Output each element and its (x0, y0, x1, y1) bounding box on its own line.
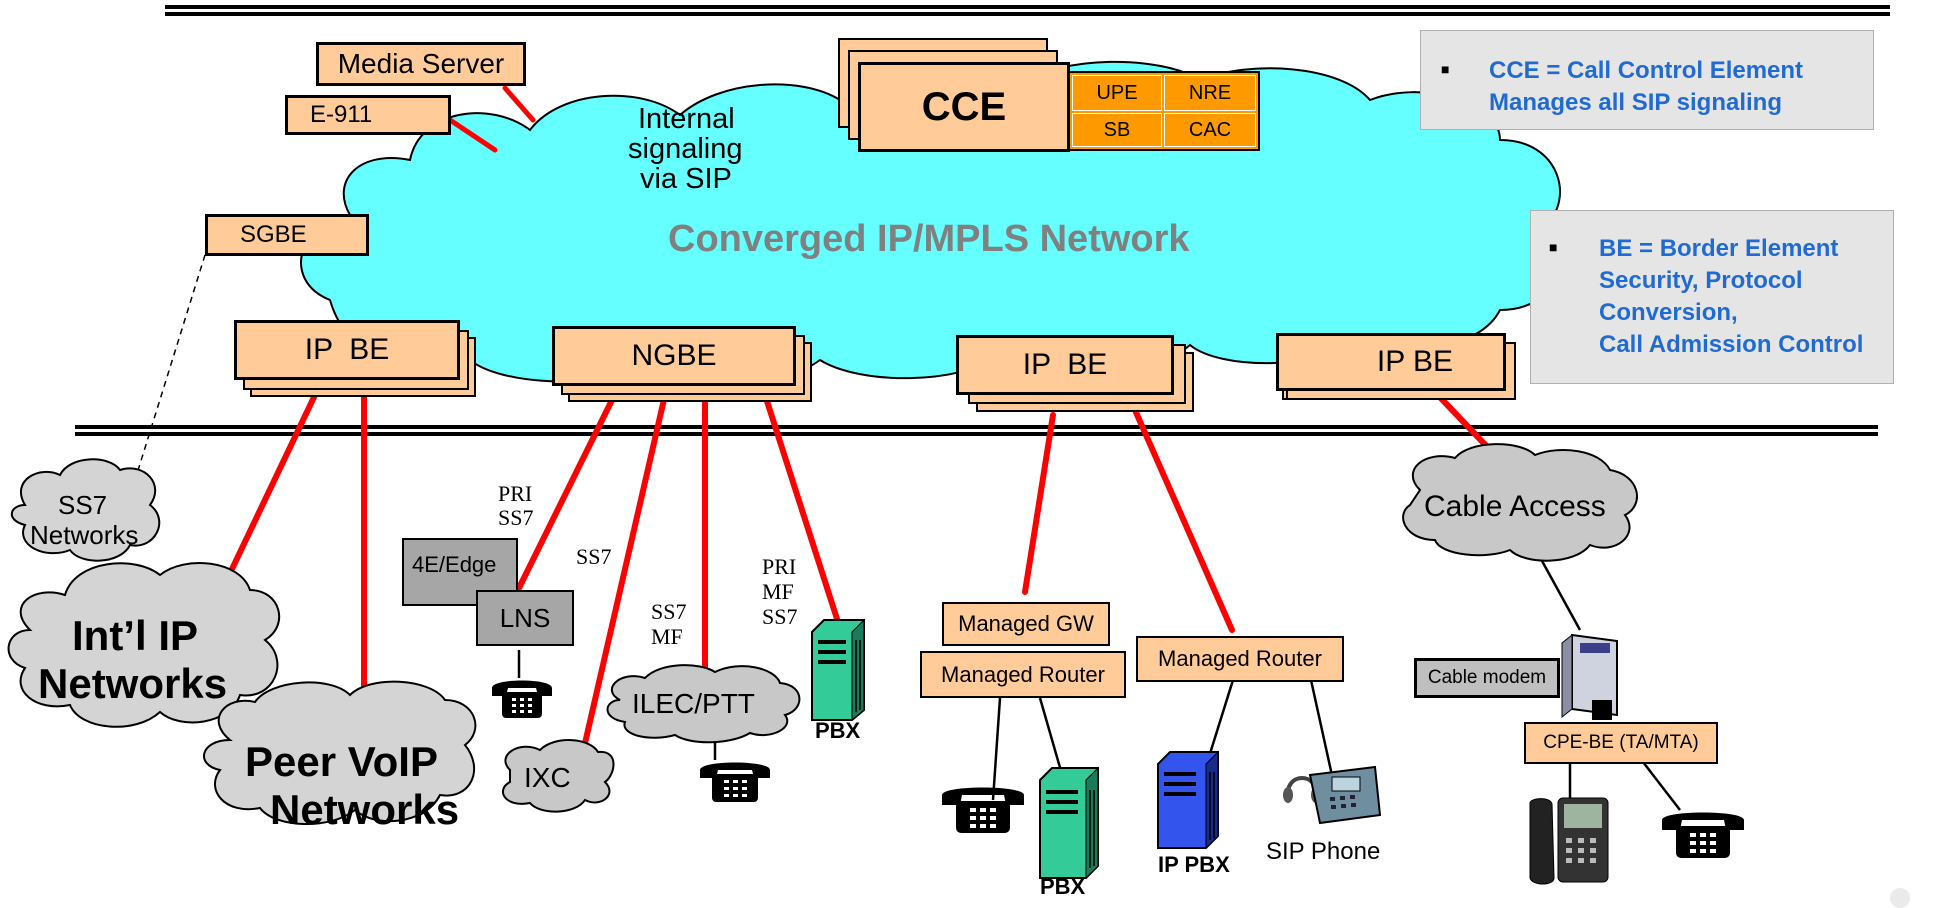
ss7-label-b: SS7 (576, 544, 612, 569)
ip-pbx-label: IP PBX (1158, 852, 1230, 877)
cable-access-cloud (1402, 443, 1638, 562)
pbx-2-label: PBX (1040, 874, 1086, 899)
ip-be-1-box: IP BE (234, 320, 460, 380)
internal-signaling-line-2: signaling (628, 133, 743, 165)
ip-be-3-box: IP BE (1276, 333, 1506, 391)
cce-module-upe: UPE (1072, 75, 1162, 111)
cce-module-panel: UPE NRE SB CAC (1068, 71, 1260, 151)
ilec-cloud (606, 664, 801, 744)
cce-box: CCE (858, 62, 1070, 152)
cable-modem-icon (1561, 633, 1618, 720)
ip-be-2-label: IP BE (1022, 348, 1108, 381)
ss7-label-a: SS7 (498, 505, 534, 530)
access-divider (75, 425, 1878, 436)
pbx-server-icon (1039, 766, 1099, 880)
managed-router-2-label: Managed Router (1158, 646, 1322, 671)
e911-box: E-911 (285, 95, 451, 135)
ip-phone-icon (1529, 797, 1609, 885)
edge-switch-label: 4E/Edge (412, 552, 497, 577)
server-links (447, 85, 536, 153)
cable-access-label: Cable Access (1424, 490, 1606, 523)
ilec-ptt-label: ILEC/PTT (632, 688, 755, 719)
cpe-be-box: CPE-BE (TA/MTA) (1524, 722, 1718, 764)
red-links (219, 389, 1498, 768)
intl-ip-cloud (7, 562, 281, 728)
managed-router-2-box: Managed Router (1136, 636, 1344, 682)
telephone-icon (1662, 812, 1744, 858)
be-note-line-4: Call Admission Control (1599, 331, 1864, 358)
e911-label: E-911 (310, 101, 373, 128)
intl-ip-label-1: Int’l IP (72, 612, 198, 659)
telephone-icon (492, 680, 552, 718)
bullet-icon: ■ (1441, 61, 1450, 77)
telephone-icon (700, 762, 770, 802)
be-note-line-1: BE = Border Element (1599, 235, 1839, 262)
ss7-networks-label-1: SS7 (58, 490, 108, 520)
ip-pbx-server-icon (1157, 750, 1219, 850)
ip-be-1-label: IP BE (304, 333, 390, 366)
cloud-title: Converged IP/MPLS Network (668, 218, 1190, 260)
media-server-label: Media Server (337, 48, 505, 79)
pri-mf-ss7-label-1: PRI (762, 554, 797, 579)
intl-ip-label-2: Networks (38, 660, 228, 707)
ngbe-box: NGBE (552, 326, 796, 386)
cce-label: CCE (921, 84, 1007, 129)
peer-voip-label-2: Networks (270, 786, 460, 833)
cce-note: ■ CCE = Call Control Element Manages all… (1420, 30, 1874, 130)
peer-voip-cloud (203, 680, 477, 826)
pbx-1-label: PBX (815, 718, 861, 743)
peer-voip-label-1: Peer VoIP (245, 738, 438, 785)
internal-signaling-line-3: via SIP (640, 163, 732, 195)
managed-gw-box: Managed GW (942, 602, 1110, 646)
managed-router-1-box: Managed Router (920, 651, 1126, 698)
cce-module-cac: CAC (1164, 113, 1256, 147)
device-links (517, 549, 1681, 811)
sgbe-ss7-link (134, 254, 206, 481)
sgbe-label: SGBE (240, 221, 307, 248)
be-note-line-2: Security, Protocol (1599, 267, 1803, 294)
be-note: ■ BE = Border Element Security, Protocol… (1530, 210, 1894, 384)
managed-router-1-label: Managed Router (941, 661, 1105, 687)
ixc-cloud (502, 739, 615, 813)
top-divider (165, 5, 1890, 16)
ss7-mf-label-2: MF (651, 624, 683, 649)
lns-box: LNS (476, 590, 574, 646)
pri-mf-ss7-label-2: MF (762, 579, 794, 604)
sip-phone-icon (1283, 765, 1382, 825)
ngbe-label: NGBE (631, 339, 717, 372)
lns-label: LNS (499, 602, 551, 633)
pbx-server-icon (811, 618, 865, 722)
be-note-line-3: Conversion, (1599, 299, 1738, 326)
media-server-box: Media Server (316, 42, 526, 86)
corner-logo-icon (1890, 888, 1910, 908)
cce-module-nre: NRE (1164, 75, 1256, 111)
bullet-icon: ■ (1549, 239, 1558, 255)
managed-gw-label: Managed GW (958, 611, 1094, 636)
internal-signaling-line-1: Internal (638, 103, 735, 135)
sip-phone-label: SIP Phone (1266, 838, 1381, 865)
ss7-networks-label-2: Networks (30, 520, 139, 550)
cce-note-line-1: CCE = Call Control Element (1489, 57, 1804, 84)
cce-module-sb: SB (1072, 113, 1162, 147)
ip-be-3-label: IP BE (1376, 345, 1454, 378)
cce-note-line-2: Manages all SIP signaling (1489, 89, 1782, 116)
ip-be-2-box: IP BE (956, 335, 1174, 395)
cable-modem-box: Cable modem (1414, 658, 1560, 698)
ss7-networks-cloud (10, 458, 161, 562)
cable-modem-label: Cable modem (1427, 667, 1547, 688)
pri-mf-ss7-label-3: SS7 (762, 604, 798, 629)
cpe-be-label: CPE-BE (TA/MTA) (1543, 732, 1699, 753)
sgbe-box: SGBE (205, 214, 369, 256)
telephone-icon (942, 787, 1024, 833)
ixc-label: IXC (524, 762, 571, 793)
pri-label: PRI (498, 481, 533, 506)
ss7-mf-label-1: SS7 (651, 599, 687, 624)
